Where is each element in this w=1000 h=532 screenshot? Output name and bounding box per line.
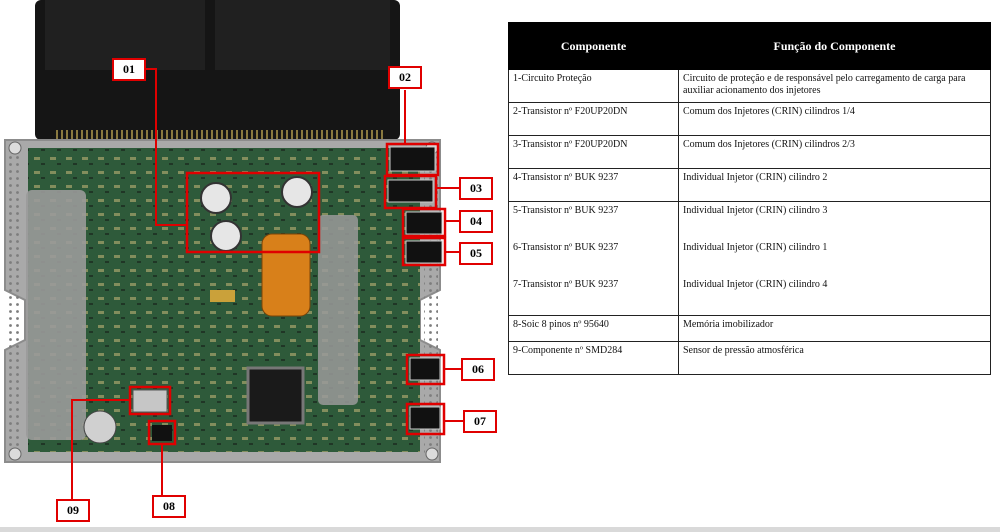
table-row: 4-Transistor nº BUK 9237 Individual Inje… (508, 168, 991, 202)
component-function: Individual Injetor (CRIN) cilindro 3 (683, 205, 828, 216)
table-row: 9-Componente nº SMD284 Sensor de pressão… (508, 341, 991, 375)
table-row: 2-Transistor nº F20UP20DN Comum dos Inje… (508, 102, 991, 136)
component-name: 7-Transistor nº BUK 9237 (513, 279, 619, 290)
table-row: 8-Soic 8 pinos nº 95640 Memória imobiliz… (508, 315, 991, 342)
component-function: Comum dos Injetores (CRIN) cilindros 1/4 (678, 102, 991, 136)
highlight-box-7 (405, 402, 446, 436)
transistor-7 (409, 406, 441, 430)
capacitor-2 (281, 176, 313, 208)
mount-hole-tl (8, 141, 22, 155)
component-name: 8-Soic 8 pinos nº 95640 (508, 315, 679, 342)
highlight-box-1 (185, 171, 321, 254)
transistor-3 (387, 179, 434, 203)
bottom-strip (0, 527, 1000, 532)
table-row: 3-Transistor nº F20UP20DN Comum dos Inje… (508, 135, 991, 169)
component-name: 2-Transistor nº F20UP20DN (508, 102, 679, 136)
component-name: 6-Transistor nº BUK 9237 (513, 242, 619, 253)
qfp-chip (246, 366, 305, 425)
ecu-board-photo (4, 0, 463, 499)
table-row: 1-Circuito Proteção Circuito de proteção… (508, 69, 991, 103)
component-function: Comum dos Injetores (CRIN) cilindros 2/3 (678, 135, 991, 169)
component-name-group: 5-Transistor nº BUK 9237 6-Transistor nº… (508, 201, 679, 316)
capacitor-3 (210, 220, 242, 252)
table-header-row: Componente Função do Componente (508, 22, 991, 70)
callout-02: 02 (388, 66, 422, 89)
table-row: 5-Transistor nº BUK 9237 6-Transistor nº… (508, 201, 991, 316)
soic-chip (152, 425, 172, 441)
pressure-sensor (132, 389, 168, 413)
heat-plate-left (26, 190, 86, 440)
component-name: 9-Componente nº SMD284 (508, 341, 679, 375)
callout-05: 05 (459, 242, 493, 265)
callout-07: 07 (463, 410, 497, 433)
frame-dots-left (8, 145, 22, 457)
tantalum-cap (210, 290, 235, 302)
callout-04: 04 (459, 210, 493, 233)
heat-plate-center (318, 215, 358, 405)
transistor-2 (389, 146, 436, 172)
transistor-6 (409, 357, 441, 381)
component-name: 3-Transistor nº F20UP20DN (508, 135, 679, 169)
callout-06: 06 (461, 358, 495, 381)
round-component (83, 410, 117, 444)
callout-08: 08 (152, 495, 186, 518)
component-function-group: Individual Injetor (CRIN) cilindro 3 Ind… (678, 201, 991, 316)
capacitor-1 (200, 182, 232, 214)
component-function: Sensor de pressão atmosférica (678, 341, 991, 375)
mount-hole-bl (8, 447, 22, 461)
callout-03: 03 (459, 177, 493, 200)
connector-slot-right (215, 0, 390, 70)
component-name: 5-Transistor nº BUK 9237 (513, 205, 619, 216)
component-name: 4-Transistor nº BUK 9237 (508, 168, 679, 202)
header-function: Função do Componente (678, 22, 991, 70)
component-table: Componente Função do Componente 1-Circui… (508, 22, 991, 375)
transistor-5 (405, 240, 443, 264)
transistor-4 (405, 211, 443, 235)
header-component: Componente (508, 22, 679, 70)
component-function: Individual Injetor (CRIN) cilindro 4 (683, 279, 828, 290)
leader-line-1 (146, 68, 187, 226)
component-function: Individual Injetor (CRIN) cilindro 1 (683, 242, 828, 253)
component-function: Memória imobilizador (678, 315, 991, 342)
component-name: 1-Circuito Proteção (508, 69, 679, 103)
component-function: Individual Injetor (CRIN) cilindro 2 (678, 168, 991, 202)
leader-line-9 (71, 399, 130, 499)
component-function: Circuito de proteção e de responsável pe… (678, 69, 991, 103)
orange-capacitor (261, 233, 311, 317)
callout-09: 09 (56, 499, 90, 522)
mount-hole-br (425, 447, 439, 461)
highlight-box-4 (401, 207, 447, 238)
callout-01: 01 (112, 58, 146, 81)
